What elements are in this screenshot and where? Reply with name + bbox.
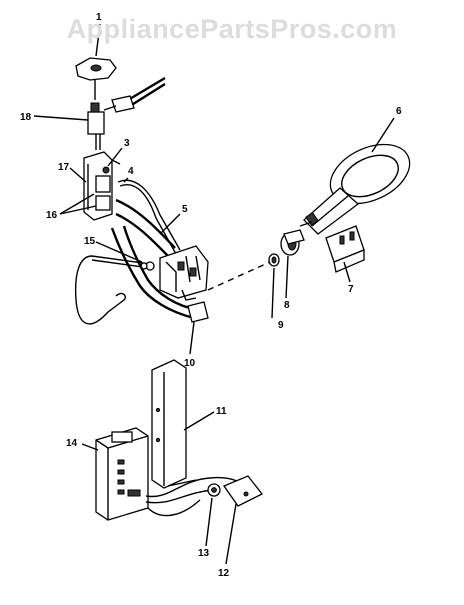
part-4-tube [117,179,181,255]
callout-10: 10 [184,358,196,369]
callout-16: 16 [46,210,58,221]
callout-17: 17 [58,162,70,173]
part-9-nut [268,253,280,267]
callout-4: 4 [128,166,134,177]
callout-labels: 1 3 4 5 6 7 8 9 10 11 12 13 14 15 16 17 … [20,12,402,579]
part-18-fitting [87,102,105,150]
part-13-igniter [207,483,221,497]
leader-lines [33,23,395,565]
callout-7: 7 [348,284,354,295]
callout-9: 9 [278,320,284,331]
callout-13: 13 [198,548,210,559]
callout-18: 18 [20,112,32,123]
part-17-valve-body [83,151,121,221]
part-6-burner [299,143,411,235]
callout-12: 12 [218,568,230,579]
part-12-igniter-bracket [223,475,263,507]
assembly-dashed-line [207,261,271,291]
callout-6: 6 [396,106,402,117]
callout-5: 5 [182,204,188,215]
callout-8: 8 [284,300,290,311]
part-8-orifice [280,229,305,256]
part-14-module [95,427,149,521]
callout-1: 1 [96,12,102,23]
part-10-gas-tube [110,225,209,323]
callout-15: 15 [84,236,96,247]
gas-inlet-tube [103,76,166,113]
control-valve-assembly [159,245,209,301]
callout-3: 3 [124,138,130,149]
part-5-hose [115,198,176,259]
watermark-text: AppliancePartsPros.com [66,14,398,44]
part-11-shield [151,359,187,489]
callout-11: 11 [216,406,227,417]
part-1-knob [75,57,117,100]
callout-14: 14 [66,438,78,449]
part-7-bracket [325,225,365,273]
